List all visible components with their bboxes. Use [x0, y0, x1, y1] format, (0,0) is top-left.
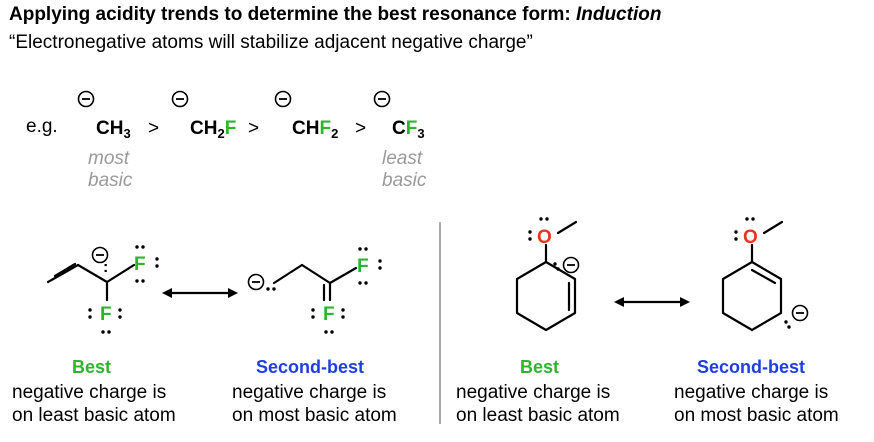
- page-title: Applying acidity trends to determine the…: [9, 4, 661, 26]
- fluorine-atom: F: [100, 304, 112, 325]
- trend-ch2f: CH2F: [190, 118, 236, 141]
- trend-gt-3: >: [355, 118, 366, 139]
- trend-chf2: CHF2: [292, 118, 338, 141]
- oxygen-lone-pairs: [734, 217, 755, 241]
- fluorine-atom: F: [357, 256, 369, 277]
- fluorine-lone-pairs: [135, 245, 159, 283]
- oxygen-lone-pairs: [528, 217, 549, 241]
- left-best-label: Best: [72, 357, 112, 377]
- fluorine-lone-pairs: [358, 247, 382, 285]
- carbanion-lone-pair: [553, 262, 560, 271]
- left-second-label: Second-best: [256, 357, 365, 377]
- title-emphasis: Induction: [575, 4, 662, 25]
- left-best-structure: [46, 262, 136, 302]
- trend-series: CH3 > CH2F > CHF2 > CF3: [77, 90, 425, 141]
- page-subtitle: “Electronegative atoms will stabilize ad…: [9, 32, 533, 53]
- negative-charge-icon: [373, 90, 391, 108]
- fluorine-atom: F: [134, 254, 146, 275]
- negative-charge-icon: [274, 90, 292, 108]
- right-best-structure: [515, 220, 578, 332]
- negative-charge-icon: [171, 90, 189, 108]
- fluorine-lone-pairs: [88, 308, 122, 334]
- trend-ch3: CH3: [96, 118, 131, 141]
- carbanion-lone-pair: [266, 287, 276, 291]
- negative-charge-icon: [247, 273, 265, 291]
- oxygen-atom: O: [743, 227, 758, 248]
- right-best-label: Best: [520, 357, 560, 377]
- carbanion-lone-pair: :: [103, 259, 108, 276]
- negative-charge-icon: [77, 90, 95, 108]
- trend-gt-1: >: [148, 118, 159, 139]
- right-second-structure: [721, 220, 784, 332]
- title-text: Applying acidity trends to determine the…: [9, 4, 576, 25]
- resonance-arrow-icon: [162, 288, 238, 298]
- right-second-label: Second-best: [697, 357, 806, 377]
- resonance-arrow-icon: [614, 297, 690, 307]
- negative-charge-icon: [562, 256, 580, 274]
- trend-cf3: CF3: [392, 118, 425, 141]
- fluorine-lone-pairs: [311, 308, 345, 334]
- oxygen-atom: O: [537, 227, 552, 248]
- example-prefix: e.g.: [26, 116, 58, 137]
- left-second-structure: [272, 263, 358, 302]
- carbanion-lone-pair: [784, 320, 791, 329]
- negative-charge-icon: [791, 304, 809, 322]
- fluorine-atom: F: [323, 304, 335, 325]
- trend-gt-2: >: [248, 118, 259, 139]
